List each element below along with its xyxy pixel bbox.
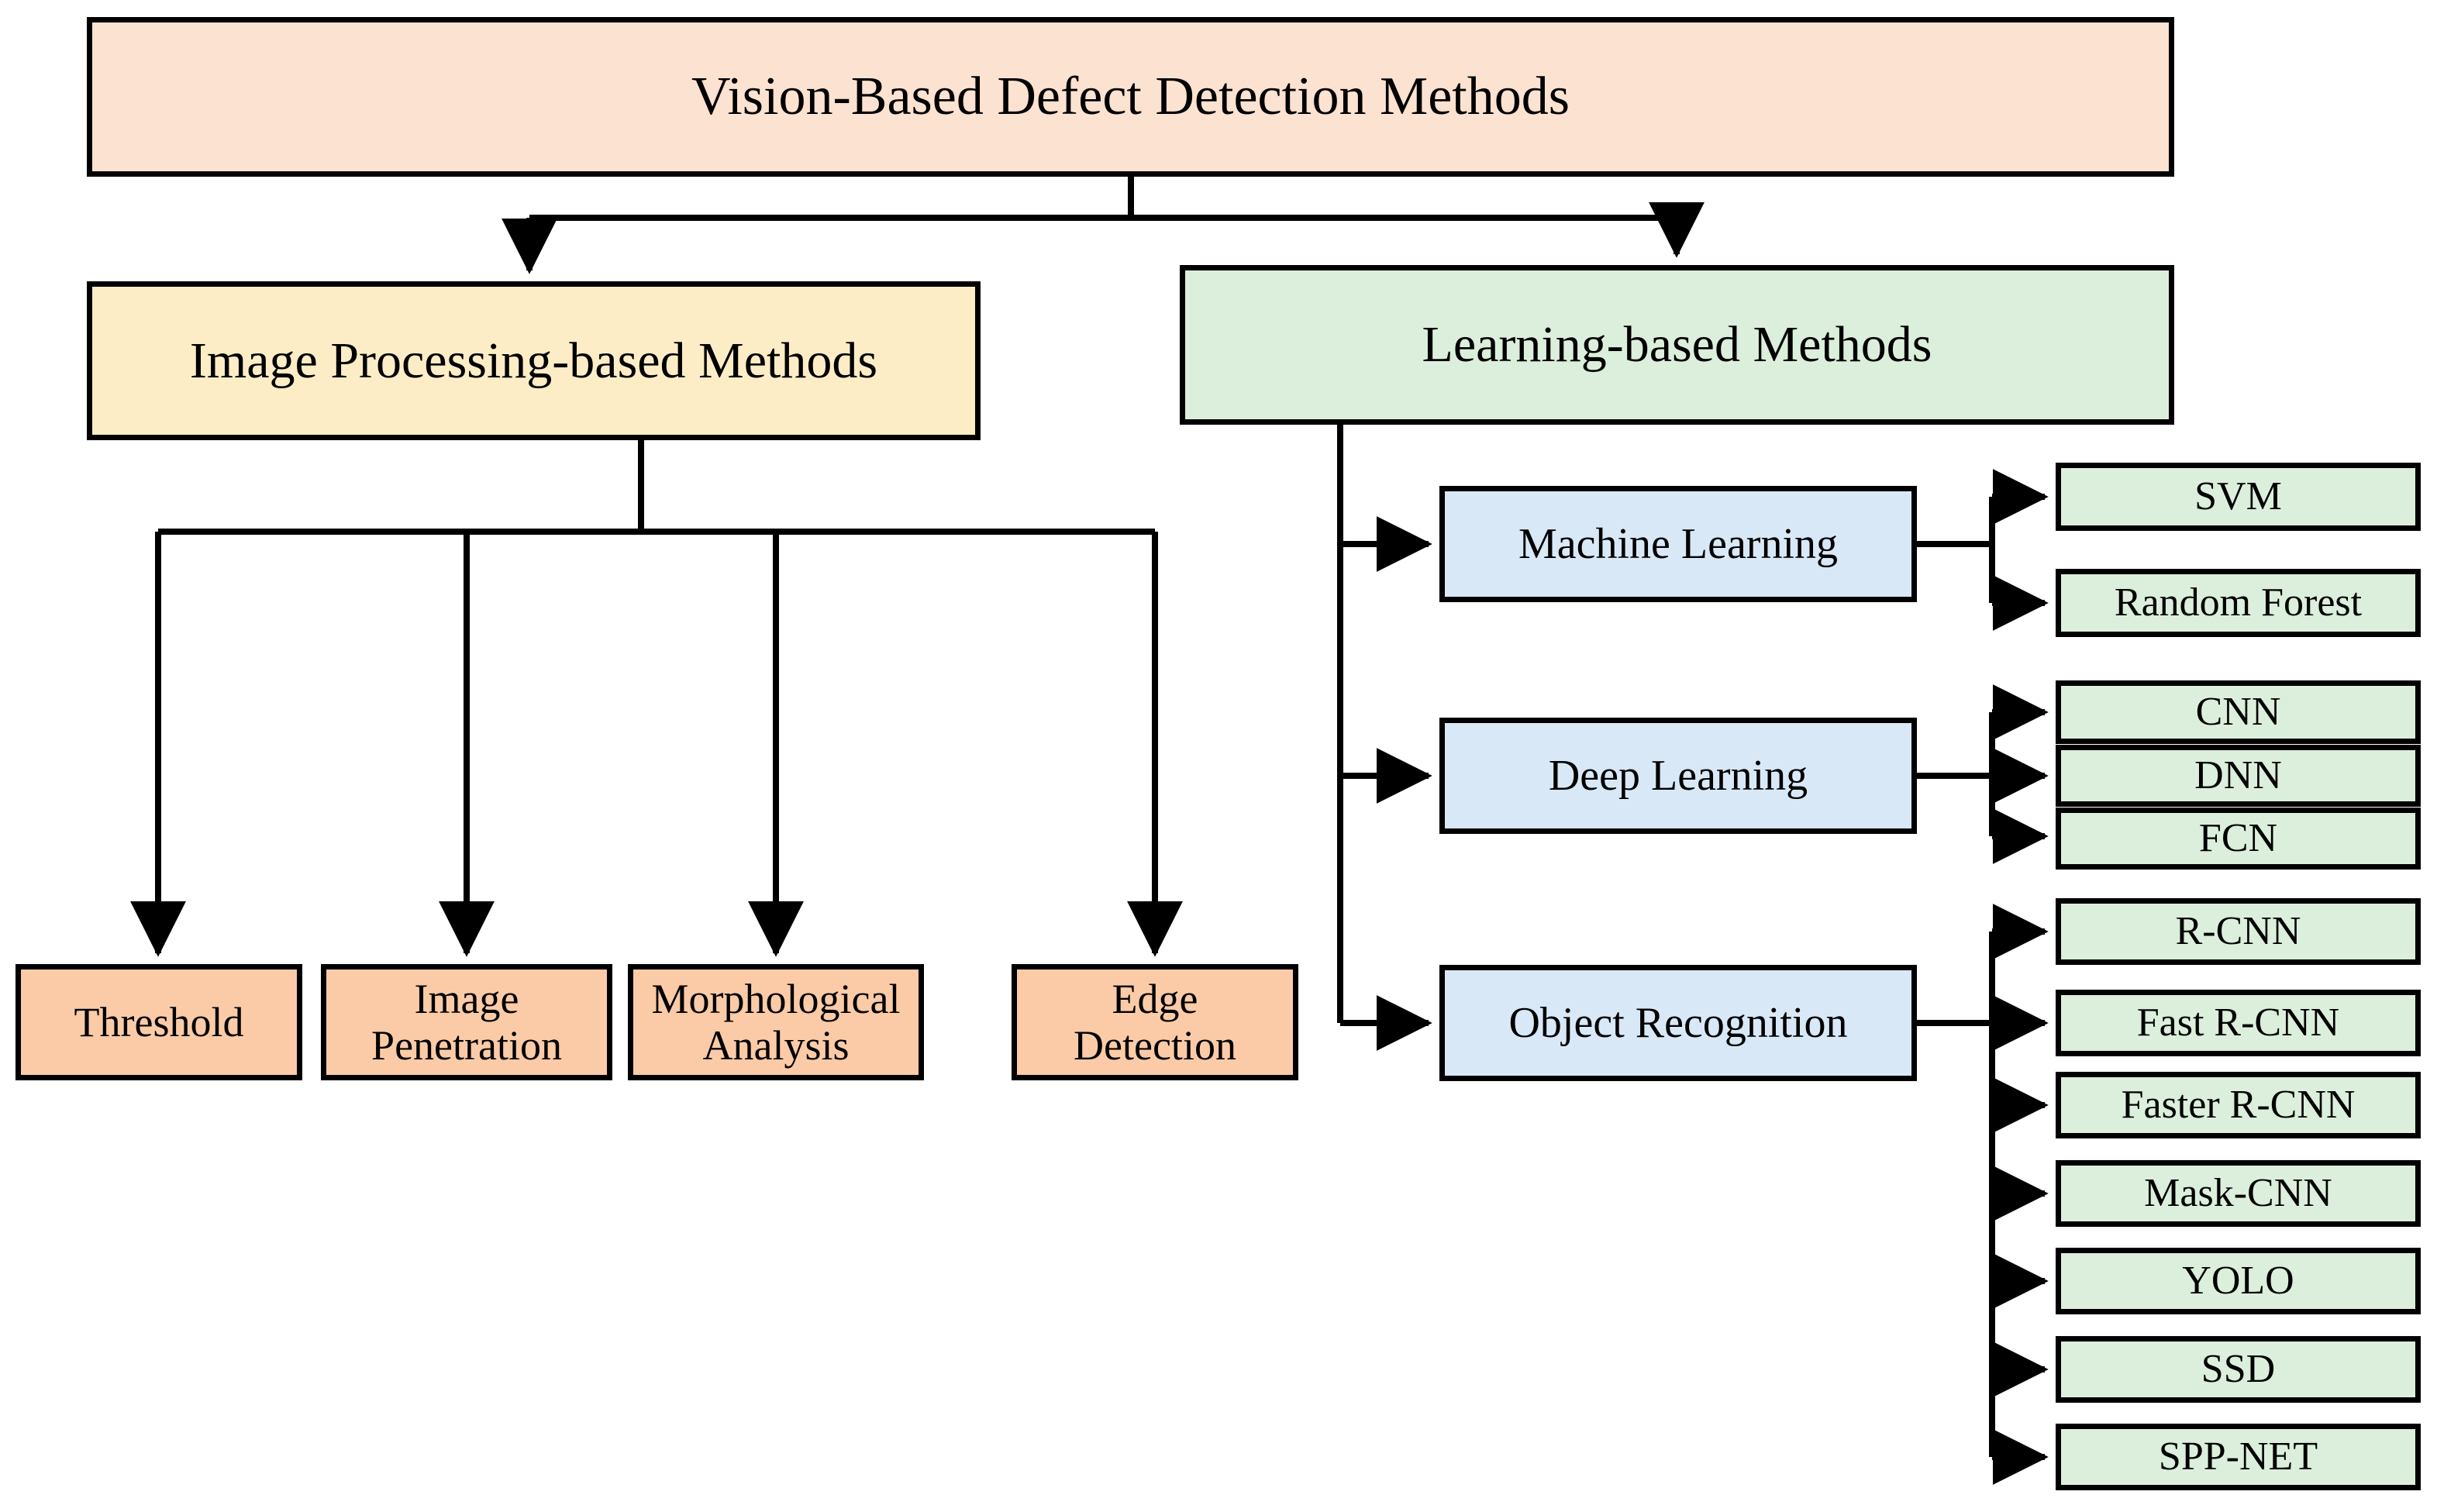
node-ssd[interactable]: SSD <box>2056 1336 2421 1403</box>
node-fcn[interactable]: FCN <box>2056 808 2421 870</box>
node-faster-r-cnn[interactable]: Faster R-CNN <box>2056 1072 2421 1138</box>
node-svm[interactable]: SVM <box>2056 463 2421 531</box>
node-r-cnn-label: R-CNN <box>2175 908 2301 953</box>
node-image-processing-label: Image Processing-based Methods <box>189 332 878 389</box>
node-morphological-analysis-label-line1: Morphological <box>651 975 901 1022</box>
node-fcn-label: FCN <box>2198 815 2278 860</box>
node-ssd-label: SSD <box>2201 1346 2276 1391</box>
node-edge-detection-label-line2: Detection <box>1074 1022 1236 1069</box>
node-mask-cnn-label: Mask-CNN <box>2144 1170 2332 1215</box>
node-root-vision-based-defect-detection-methods[interactable]: Vision-Based Defect Detection Methods <box>87 17 2174 177</box>
node-deep-learning[interactable]: Deep Learning <box>1439 718 1917 834</box>
node-yolo-label: YOLO <box>2182 1258 2294 1303</box>
node-svm-label: SVM <box>2194 474 2282 518</box>
node-dnn-label: DNN <box>2194 753 2282 797</box>
node-fast-r-cnn-label: Fast R-CNN <box>2136 1000 2340 1045</box>
node-random-forest[interactable]: Random Forest <box>2056 569 2421 637</box>
node-deep-learning-label: Deep Learning <box>1548 751 1808 800</box>
node-cnn[interactable]: CNN <box>2056 680 2421 744</box>
node-morphological-analysis-label-line2: Analysis <box>702 1022 850 1069</box>
node-image-penetration-label-line2: Penetration <box>371 1022 562 1069</box>
node-spp-net-label: SPP-NET <box>2158 1434 2318 1479</box>
node-object-recognition[interactable]: Object Recognition <box>1439 965 1917 1081</box>
node-image-penetration[interactable]: Image Penetration <box>321 964 612 1080</box>
node-spp-net[interactable]: SPP-NET <box>2056 1424 2421 1490</box>
node-machine-learning-label: Machine Learning <box>1518 519 1839 568</box>
node-machine-learning[interactable]: Machine Learning <box>1439 486 1917 602</box>
node-learning-based-label: Learning-based Methods <box>1422 316 1932 374</box>
node-morphological-analysis[interactable]: Morphological Analysis <box>628 964 924 1080</box>
node-random-forest-label: Random Forest <box>2114 580 2363 625</box>
node-threshold[interactable]: Threshold <box>16 964 302 1080</box>
node-edge-detection-label-line1: Edge <box>1112 975 1198 1022</box>
node-image-processing-based-methods[interactable]: Image Processing-based Methods <box>87 281 981 440</box>
node-learning-based-methods[interactable]: Learning-based Methods <box>1180 265 2174 425</box>
node-dnn[interactable]: DNN <box>2056 745 2421 807</box>
node-object-recognition-label: Object Recognition <box>1508 998 1848 1047</box>
node-r-cnn[interactable]: R-CNN <box>2056 898 2421 965</box>
node-yolo[interactable]: YOLO <box>2056 1248 2421 1314</box>
node-faster-r-cnn-label: Faster R-CNN <box>2121 1082 2356 1127</box>
node-image-penetration-label-line1: Image <box>414 975 519 1022</box>
node-root-label: Vision-Based Defect Detection Methods <box>691 66 1570 126</box>
node-cnn-label: CNN <box>2195 689 2281 734</box>
node-mask-cnn[interactable]: Mask-CNN <box>2056 1160 2421 1227</box>
node-threshold-label: Threshold <box>74 998 244 1045</box>
node-fast-r-cnn[interactable]: Fast R-CNN <box>2056 990 2421 1056</box>
node-edge-detection[interactable]: Edge Detection <box>1012 964 1298 1080</box>
